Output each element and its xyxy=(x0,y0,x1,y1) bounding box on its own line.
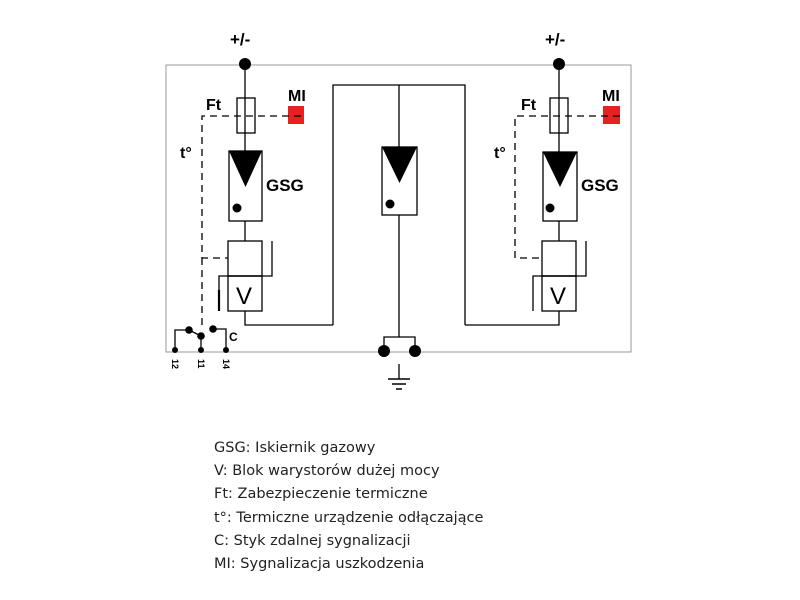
pe-terminal-left xyxy=(378,345,390,357)
left-gsg-triangle xyxy=(229,151,262,187)
contact-pin-14: 14 xyxy=(221,359,231,369)
right-varistor-label: V xyxy=(550,283,566,310)
left-varistor-upper xyxy=(227,240,263,277)
left-t-deg-label: t° xyxy=(180,145,192,162)
right-branch: +/- Ft MI t° GSG V xyxy=(465,30,620,326)
right-gsg-label: GSG xyxy=(581,176,619,195)
left-ft-label: Ft xyxy=(206,97,222,114)
contact-pin-12: 12 xyxy=(170,359,180,369)
contact-c-label: C xyxy=(229,330,238,344)
center-branch xyxy=(332,84,466,390)
legend-item-t-deg: t°: Termiczne urządzenie odłączające xyxy=(214,509,484,526)
legend-item-gsg: GSG: Iskiernik gazowy xyxy=(214,440,376,456)
left-varistor-label: V xyxy=(236,283,252,310)
contact-pin-11: 11 xyxy=(196,359,206,369)
center-gsg-triangle xyxy=(382,147,417,183)
right-supply-terminal-label: +/- xyxy=(545,30,565,49)
right-t-deg-label: t° xyxy=(494,145,506,162)
right-varistor-upper xyxy=(541,240,577,277)
right-mi-label: MI xyxy=(602,88,620,105)
right-gsg-triangle xyxy=(543,152,577,187)
ground-icon xyxy=(388,364,410,390)
left-mi-indicator xyxy=(288,106,304,124)
device-frame xyxy=(165,64,632,353)
left-gsg-label: GSG xyxy=(266,176,304,195)
left-branch: +/- Ft MI t° GSG V C xyxy=(170,30,333,369)
legend-item-mi: MI: Sygnalizacja uszkodzenia xyxy=(214,556,425,573)
legend-item-ft: Ft: Zabezpieczenie termiczne xyxy=(214,486,428,503)
legend-item-v: V: Blok warystorów dużej mocy xyxy=(214,463,440,480)
right-mi-indicator xyxy=(603,106,620,124)
pe-terminal-right xyxy=(409,345,421,357)
legend-item-c: C: Styk zdalnej sygnalizacji xyxy=(214,532,411,549)
legend: GSG: Iskiernik gazowy V: Blok warystorów… xyxy=(214,437,483,576)
right-ft-label: Ft xyxy=(521,97,537,114)
left-mi-label: MI xyxy=(288,88,306,105)
left-supply-terminal-label: +/- xyxy=(230,30,250,49)
